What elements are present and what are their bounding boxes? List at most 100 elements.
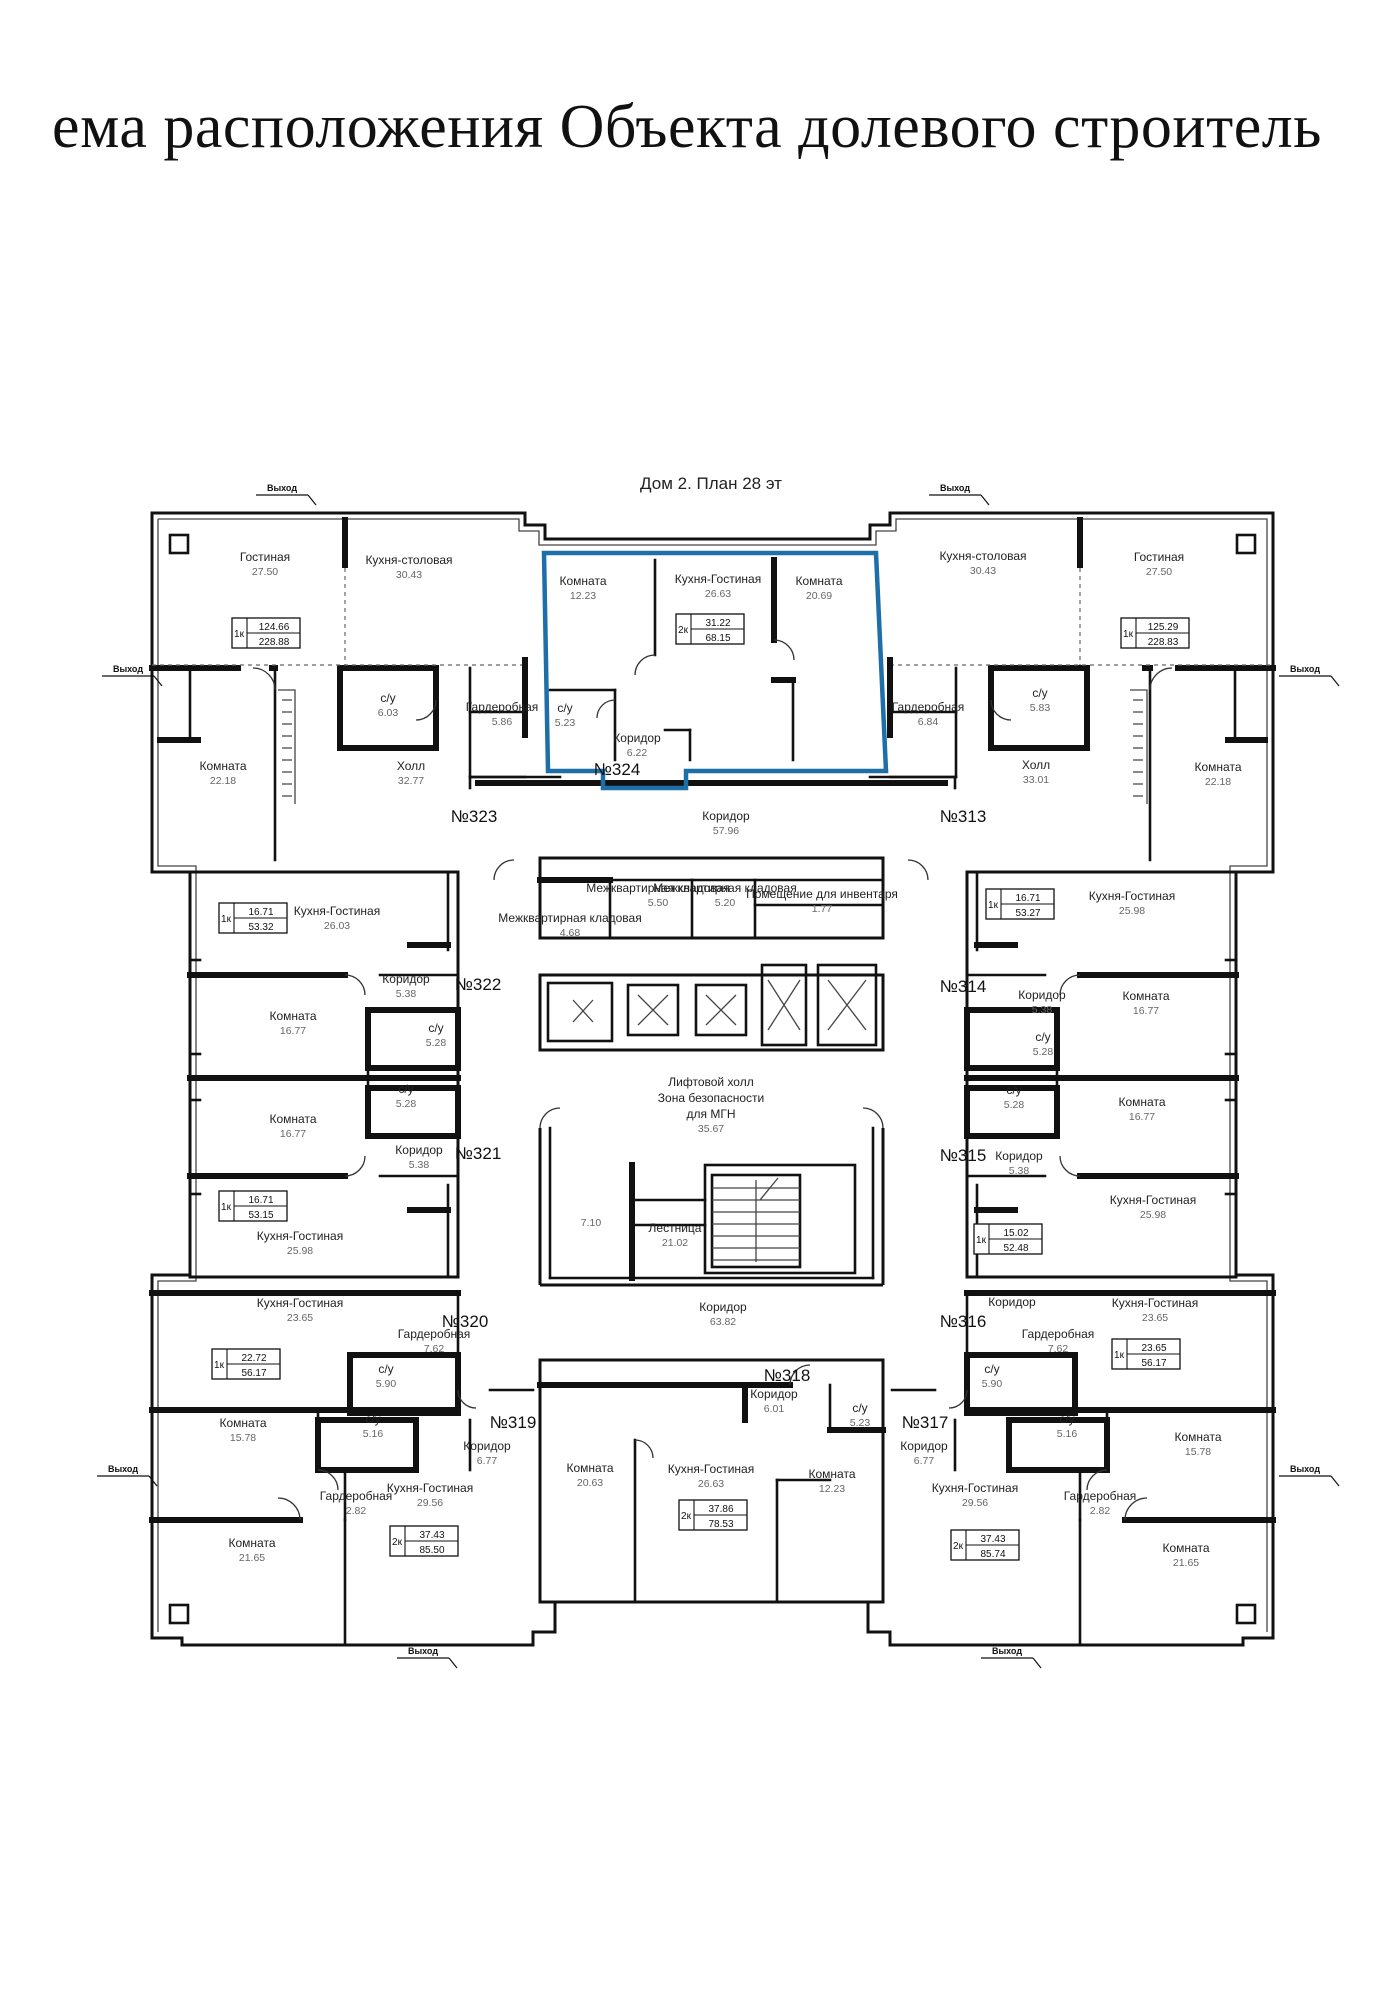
apartment-tag: 1к 23.65 56.17 [1111,1338,1181,1370]
common-area: Зона безопасности [658,1091,764,1105]
walls-apartment-324 [468,550,957,791]
tag-value-2: 56.17 [241,1368,266,1379]
room-area: 16.77 [1133,1005,1159,1017]
tag-value-2: 228.88 [259,637,290,648]
exit-line [153,675,163,687]
common-area-name: Помещение для инвентаря [746,887,898,901]
tag-value-1: 23.65 [1141,1343,1166,1354]
exit-line [1330,1475,1340,1487]
exit-marker: Выход [981,1646,1042,1669]
room-name: Гардеробная [892,700,965,714]
room-area: 6.84 [918,716,939,728]
exit-line [448,1657,458,1669]
room-area: 5.28 [1033,1046,1054,1058]
tag-value-1: 16.71 [248,1195,273,1206]
common-area-value: 21.02 [662,1237,688,1249]
common-area-name: Лифтовой холл [668,1075,753,1089]
common-area-value: 5.20 [715,897,736,909]
room-name: с/у [1059,1412,1074,1426]
room-name: Коридор [382,972,430,986]
room-name: Гостиная [240,550,290,564]
room-area: 15.78 [230,1432,256,1444]
room-name: Коридор [750,1387,798,1401]
exit-line [1032,1657,1042,1669]
room-name: Коридор [463,1439,511,1453]
room-area: 5.38 [1032,1004,1053,1016]
room-name: Комната [1175,1430,1222,1444]
exit-marker: Выход [1279,664,1340,687]
room-area: 7.62 [424,1343,445,1355]
room-name: с/у [428,1021,443,1035]
room-name: Кухня-Гостиная [257,1229,343,1243]
room-name: Комната [1123,989,1170,1003]
walls-apartment-313 [887,517,1276,862]
exit-line [148,1475,158,1487]
apartment-number: №316 [940,1312,987,1331]
apartment-number: №323 [451,807,498,826]
tag-value-2: 53.32 [248,922,273,933]
tag-value-2: 56.17 [1141,1358,1166,1369]
room-area: 22.18 [210,775,236,787]
room-area: 6.03 [378,707,399,719]
room-name: Холл [1022,758,1050,772]
walls-core [493,856,929,1287]
common-area-value: 57.96 [713,825,739,837]
apartment-a314: №314Кухня-Гостиная25.98Коридор5.38с/у5.2… [940,888,1175,1058]
room-area: 26.03 [324,920,350,932]
exit-marker: Выход [1279,1464,1340,1487]
walls-bottom-middle [537,1358,886,1604]
room-name: с/у [1035,1030,1050,1044]
apartment-number: №321 [455,1144,502,1163]
apartment-a317: №317Коридор6.77с/у5.16Кухня-Гостиная29.5… [900,1412,1222,1569]
room-name: Гардеробная [320,1489,393,1503]
common-area: 7.10 [581,1217,602,1229]
apartment-number: №324 [594,760,641,779]
room-area: 12.23 [819,1483,845,1495]
room-name: Кухня-Гостиная [1110,1193,1196,1207]
building-outline [150,511,1275,1647]
room-area: 5.28 [426,1037,447,1049]
common-area-name: Коридор [699,1300,747,1314]
room-name: Комната [270,1009,317,1023]
walls-left-middle [187,870,461,1279]
room-name: Гардеробная [1022,1327,1095,1341]
room-name: Коридор [988,1295,1036,1309]
room-name: Кухня-Гостиная [675,572,761,586]
room-area: 6.77 [914,1455,935,1467]
room-area: 6.77 [477,1455,498,1467]
room-name: Коридор [613,731,661,745]
room-area: 21.65 [239,1552,265,1564]
room-area: 16.77 [280,1128,306,1140]
room-name: Гостиная [1134,550,1184,564]
tag-type: 1к [1114,1350,1125,1361]
room-area: 16.77 [280,1025,306,1037]
tag-value-1: 15.02 [1003,1228,1028,1239]
tag-value-1: 37.43 [980,1534,1005,1545]
room-area: 5.90 [376,1378,397,1390]
room-area: 25.98 [1119,905,1145,917]
apartment-a320: №320Кухня-Гостиная23.65Гардеробная7.62с/… [211,1296,488,1390]
tag-value-2: 85.50 [419,1545,444,1556]
room-area: 5.16 [1057,1428,1078,1440]
common-area-name: для МГН [687,1107,736,1121]
tag-value-1: 16.71 [248,907,273,918]
common-area-name: Межквартирная кладовая [586,881,729,895]
room-name: Кухня-Гостиная [387,1481,473,1495]
room-name: Кухня-столовая [365,553,452,567]
room-area: 5.23 [850,1417,871,1429]
apartment-number: №313 [940,807,987,826]
room-name: Гардеробная [398,1327,471,1341]
